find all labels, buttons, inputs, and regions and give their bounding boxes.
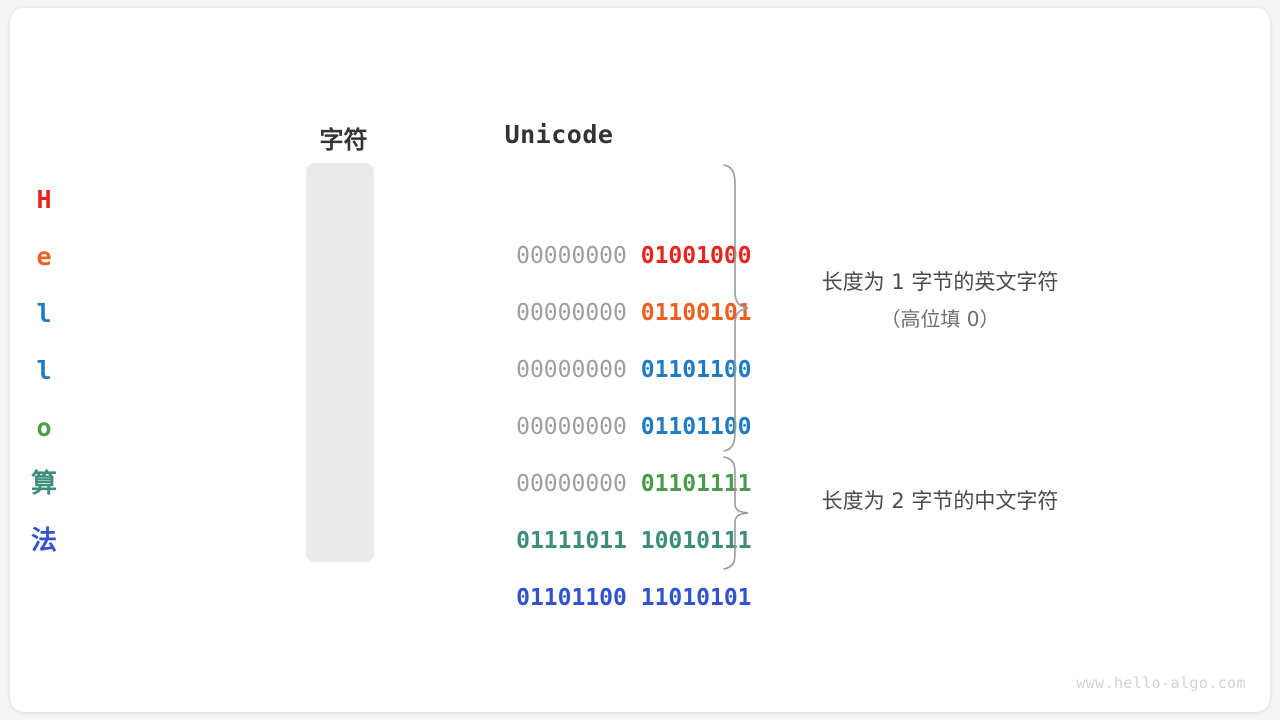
- annotation-one-byte-sub: （高位填 0）: [880, 307, 1000, 331]
- annotation-two-byte-main: 长度为 2 字节的中文字符: [821, 489, 1059, 513]
- brace-two-byte-group: [723, 456, 749, 570]
- high-byte: 00000000: [516, 414, 627, 440]
- high-byte: 00000000: [516, 357, 627, 383]
- unicode-bits-row: 00000000 01100101: [433, 228, 751, 326]
- low-byte: 11010101: [640, 585, 752, 611]
- low-byte: 01001000: [640, 243, 752, 269]
- unicode-bits-row: 00000000 01001000: [433, 171, 751, 269]
- annotation-one-byte-main: 长度为 1 字节的英文字符: [821, 270, 1059, 294]
- figure-card: 字符 Unicode H e l l o 算 法 00000000 010010…: [10, 8, 1270, 712]
- character-cell: o: [36, 413, 52, 442]
- annotation-two-byte: 长度为 2 字节的中文字符: [765, 485, 1115, 515]
- high-byte: 01111011: [516, 528, 627, 554]
- character-column-panel: [306, 163, 374, 562]
- low-byte: 01101100: [640, 414, 752, 440]
- unicode-bits-row: 01101100 11010101: [433, 513, 751, 611]
- character-cell: 算: [30, 469, 57, 499]
- unicode-encoding-figure: 字符 Unicode H e l l o 算 法 00000000 010010…: [10, 8, 1270, 712]
- annotation-one-byte: 长度为 1 字节的英文字符 （高位填 0）: [765, 266, 1115, 332]
- unicode-bits-row: 00000000 01101100: [433, 342, 751, 440]
- character-cell: H: [36, 185, 52, 214]
- character-cell: e: [36, 242, 52, 271]
- character-cell: l: [36, 356, 52, 385]
- high-byte: 00000000: [516, 300, 627, 326]
- low-byte: 01100101: [640, 300, 752, 326]
- character-cell: l: [36, 299, 52, 328]
- watermark: www.hello-algo.com: [1076, 674, 1246, 692]
- unicode-bits-row: 01111011 10010111: [433, 456, 751, 554]
- low-byte: 01101111: [640, 471, 752, 497]
- high-byte: 00000000: [516, 471, 627, 497]
- high-byte: 01101100: [516, 585, 627, 611]
- low-byte: 10010111: [640, 528, 752, 554]
- column-header-unicode: Unicode: [504, 120, 614, 149]
- unicode-bits-row: 00000000 01101100: [433, 285, 751, 383]
- brace-one-byte-group: [723, 164, 749, 452]
- column-header-character: 字符: [319, 127, 368, 154]
- low-byte: 01101100: [640, 357, 752, 383]
- unicode-bits-row: 00000000 01101111: [433, 399, 751, 497]
- character-cell: 法: [30, 526, 57, 556]
- high-byte: 00000000: [516, 243, 627, 269]
